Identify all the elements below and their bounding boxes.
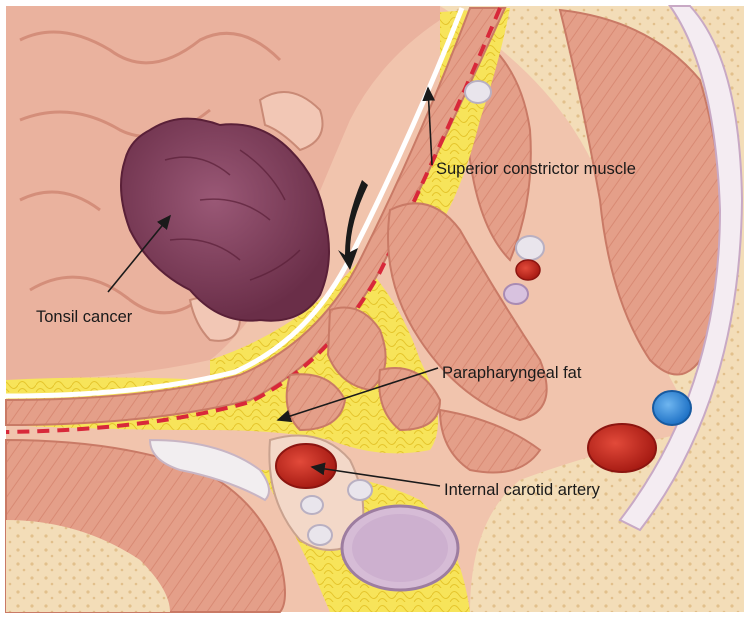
label-parapharyngeal-fat: Parapharyngeal fat [442,364,582,382]
nerve-small [504,284,528,304]
small-artery [516,260,540,280]
label-internal-carotid: Internal carotid artery [444,481,601,499]
lymph-node-4 [308,525,332,545]
lymph-node-2 [465,81,491,103]
label-superior-constrictor: Superior constrictor muscle [436,160,636,178]
lymph-node-5 [301,496,323,514]
purple-vessel-inner [352,514,448,582]
internal-carotid-artery [276,444,336,488]
lymph-node-1 [516,236,544,260]
label-tonsil-cancer: Tonsil cancer [36,308,133,326]
lymph-node-3 [348,480,372,500]
external-carotid-artery [588,424,656,472]
vein-blue [653,391,691,425]
